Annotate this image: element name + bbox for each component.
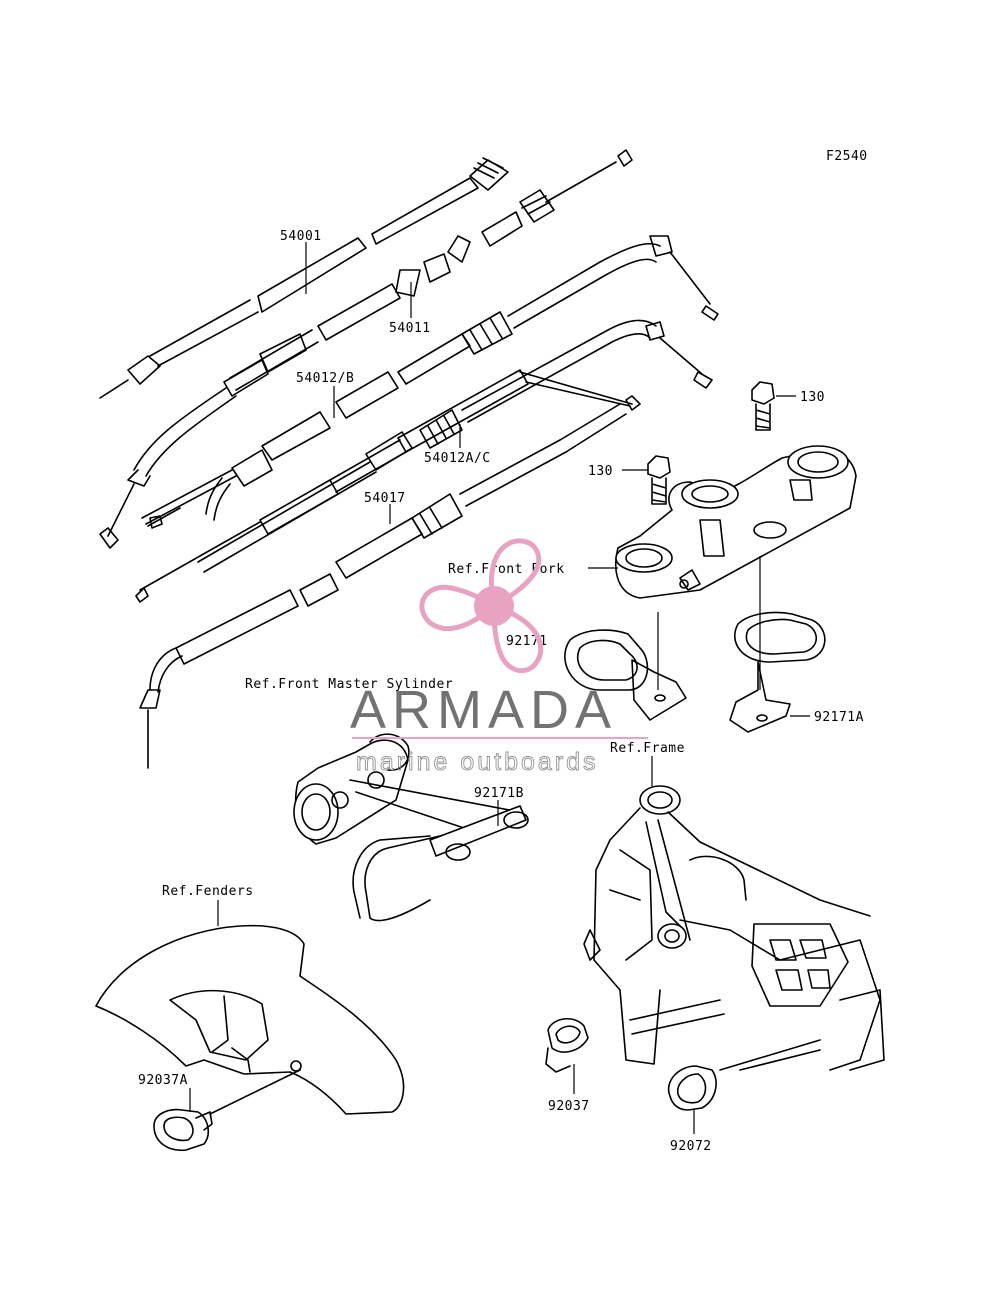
callout-54012b: 54012/B [296, 371, 354, 386]
ref-frame: Ref.Frame [610, 741, 685, 756]
watermark-tagline: marine outboards [356, 748, 599, 776]
bolt-130-left[interactable] [647, 455, 671, 505]
leader-lines [189, 242, 810, 1134]
callout-92171b: 92171B [474, 786, 524, 801]
callout-54017: 54017 [364, 491, 406, 506]
ref-front-fork: Ref.Front Fork [448, 562, 565, 577]
grommet-92037a[interactable] [153, 1108, 213, 1151]
cable-54017[interactable] [135, 369, 633, 603]
callout-130-right: 130 [800, 390, 825, 405]
propeller-blade [419, 584, 499, 632]
bracket-92171[interactable] [564, 629, 687, 721]
callout-92171a: 92171A [814, 710, 864, 725]
clamp-92072[interactable] [667, 1065, 717, 1111]
callout-92037a: 92037A [138, 1073, 188, 1088]
cable-lower[interactable] [139, 395, 641, 769]
cable-54001[interactable] [99, 157, 509, 399]
cable-54012b[interactable] [141, 235, 719, 525]
frame [583, 785, 885, 1071]
callout-92037: 92037 [548, 1099, 590, 1114]
figure-code: F2540 [826, 149, 868, 164]
ref-front-master-cylinder: Ref.Front Master Sylinder [245, 677, 453, 692]
front-master-cylinder [293, 733, 529, 922]
clamp-92037[interactable] [545, 1018, 589, 1073]
propeller-blade [489, 538, 542, 610]
callout-92072: 92072 [670, 1139, 712, 1154]
propeller-logo-icon [419, 538, 544, 674]
front-fork-bracket [615, 445, 857, 599]
watermark: ARMADA marine outboards [350, 538, 648, 776]
cable-54011[interactable] [99, 149, 633, 549]
cable-54012ac[interactable] [147, 319, 713, 573]
callout-130-left: 130 [588, 464, 613, 479]
callout-54001: 54001 [280, 229, 322, 244]
watermark-brand: ARMADA [350, 680, 617, 740]
ref-fenders: Ref.Fenders [162, 884, 254, 899]
callout-54012ac: 54012A/C [424, 451, 491, 466]
front-fender [95, 924, 405, 1115]
bolt-130-right[interactable] [751, 381, 775, 431]
callout-54011: 54011 [389, 321, 431, 336]
propeller-blade [491, 602, 544, 674]
bracket-92171a[interactable] [729, 611, 826, 733]
